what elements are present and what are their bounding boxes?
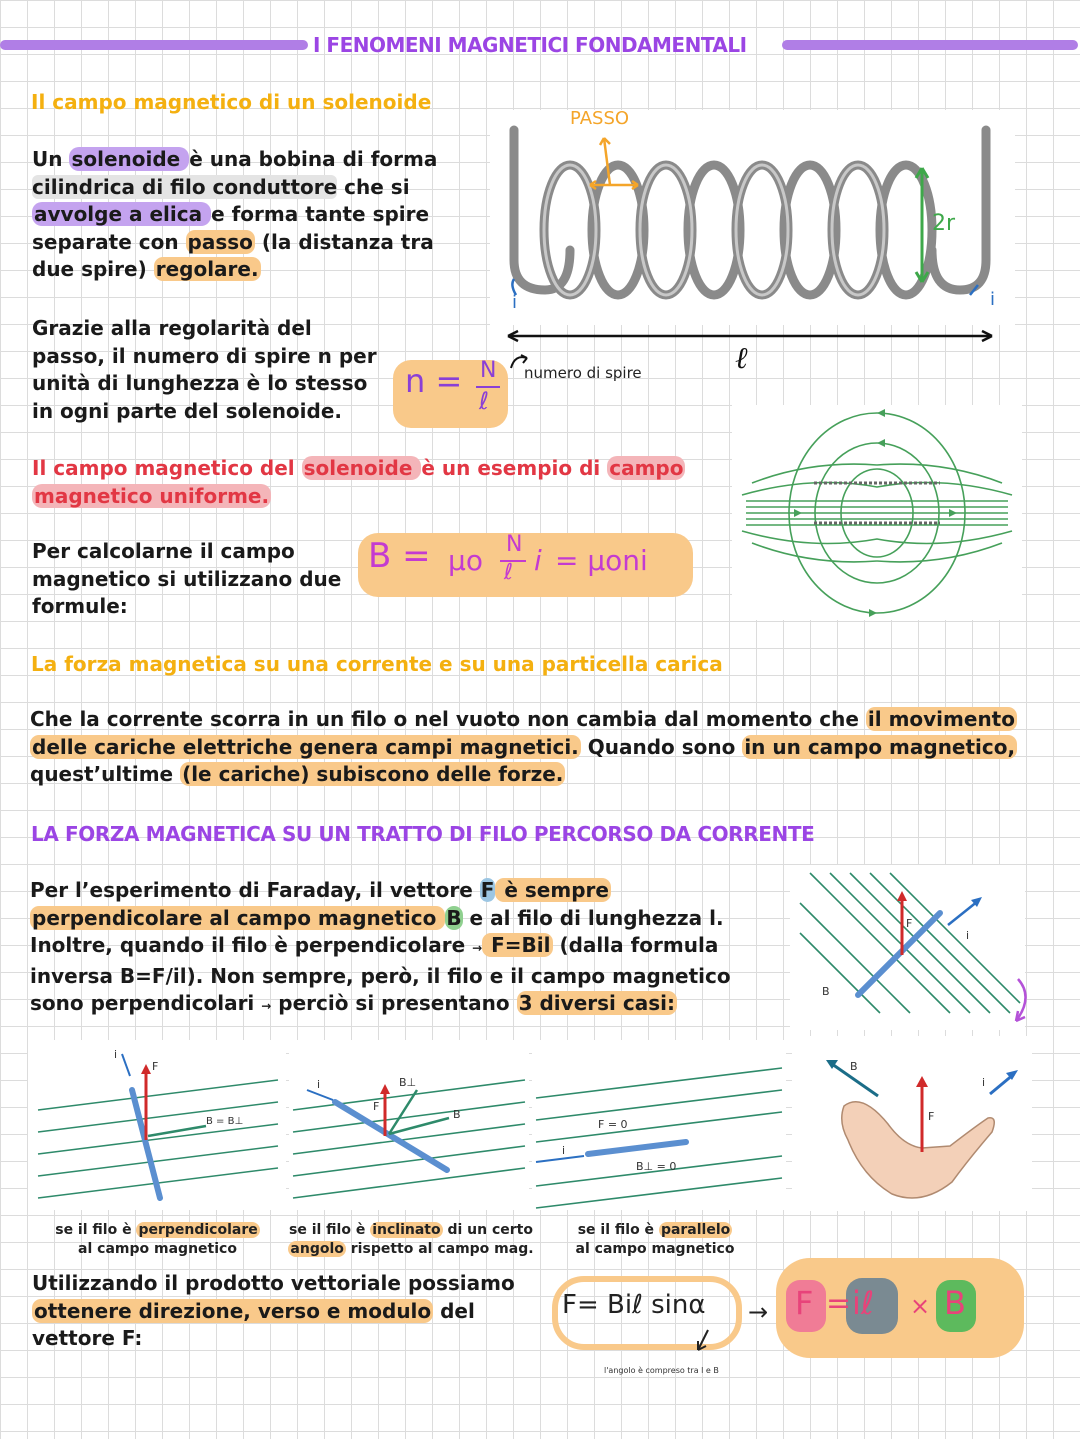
- angle-note: l'angolo è compreso tra l e B: [604, 1366, 719, 1375]
- section-heading-forza-magnetica: La forza magnetica su una corrente e su …: [31, 652, 723, 676]
- svg-text:i: i: [966, 929, 969, 942]
- svg-text:F: F: [373, 1100, 379, 1113]
- numero-di-spire-note: numero di spire: [524, 364, 642, 382]
- formule-paragraph: Per calcolarne il campo magnetico si uti…: [32, 539, 342, 618]
- formula-F-highlight: [552, 1276, 742, 1350]
- formula-B-rhs: = μoni: [555, 544, 648, 577]
- vector-B-highlight: [936, 1280, 976, 1332]
- svg-text:F: F: [152, 1060, 158, 1073]
- section-heading-filo: LA FORZA MAGNETICA SU UN TRATTO DI FILO …: [31, 822, 815, 846]
- svg-text:i: i: [114, 1048, 117, 1061]
- down-arrow-icon: [697, 1329, 709, 1351]
- svg-text:i: i: [317, 1078, 320, 1091]
- formula-n-denominator: ℓ: [479, 387, 489, 415]
- svg-text:B = B⊥: B = B⊥: [206, 1116, 243, 1127]
- caption-parallelo: se il filo è parallelo al campo magnetic…: [575, 1222, 735, 1257]
- vector-cross: ×: [910, 1292, 931, 1320]
- right-hand-rule-diagram: B F i: [792, 1036, 1032, 1211]
- svg-text:B: B: [850, 1060, 858, 1073]
- svg-text:B⊥ = 0: B⊥ = 0: [636, 1160, 676, 1173]
- svg-text:B⊥: B⊥: [399, 1076, 416, 1089]
- radius-label: 2r: [932, 211, 956, 236]
- curved-arrow-icon: [1014, 978, 1027, 1023]
- section-heading-solenoide: Il campo magnetico di un solenoide: [31, 90, 432, 114]
- formula-B-numerator: N: [506, 532, 523, 557]
- caption-perpendicolare: se il filo è perpendicolare al campo mag…: [55, 1222, 260, 1257]
- solenoid-field-lines-illustration: [732, 405, 1022, 620]
- svg-text:B: B: [822, 985, 830, 998]
- svg-text:F: F: [928, 1110, 934, 1123]
- current-label-left: i: [512, 292, 517, 313]
- formula-B-current: i: [534, 544, 542, 577]
- case-parallel-diagram: i F = 0 B⊥ = 0: [532, 1040, 786, 1210]
- faraday-paragraph: Per l’esperimento di Faraday, il vettore…: [30, 878, 731, 1015]
- vector-B: B: [944, 1284, 966, 1322]
- formula-B-lhs: B =: [368, 536, 431, 576]
- vector-il: iℓ: [852, 1284, 875, 1322]
- spire-per-unita-paragraph: Grazie alla regolarità del passo, il num…: [32, 316, 377, 423]
- passo-label: PASSO: [570, 108, 629, 129]
- formula-F: F= Biℓ sinα: [562, 1290, 706, 1320]
- svg-text:F: F: [906, 917, 912, 930]
- title-bar: I FENOMENI MAGNETICI FONDAMENTALI: [0, 33, 1080, 59]
- formula-n-highlight: [393, 360, 508, 428]
- forza-magnetica-paragraph: Che la corrente scorra in un filo o nel …: [30, 707, 1018, 786]
- formula-n-numerator: N: [480, 358, 497, 383]
- campo-uniforme-statement: Il campo magnetico del solenoide è un es…: [32, 456, 686, 508]
- svg-text:F = 0: F = 0: [598, 1118, 628, 1131]
- solenoid-illustration: PASSO 2r i i ℓ: [490, 108, 1015, 376]
- title-decoration-right: [782, 40, 1078, 50]
- numero-arrow-icon: [510, 354, 528, 369]
- solenoide-definition: Un solenoide è una bobina di forma cilin…: [32, 147, 438, 281]
- page-title: I FENOMENI MAGNETICI FONDAMENTALI: [313, 33, 747, 57]
- title-decoration-left: [0, 40, 308, 50]
- vector-F-highlight: [786, 1280, 826, 1332]
- case-perpendicular-diagram: i F B = B⊥: [28, 1040, 286, 1210]
- formula-B-fraction-bar: [500, 560, 526, 562]
- svg-text:B: B: [453, 1108, 461, 1121]
- vector-equals: =: [826, 1286, 852, 1321]
- wire-in-field-diagram: F i B: [790, 865, 1025, 1030]
- vector-il-highlight: [846, 1278, 898, 1334]
- svg-text:i: i: [562, 1144, 565, 1157]
- current-label-right: i: [990, 289, 995, 310]
- formula-B-highlight: [358, 533, 693, 597]
- formula-B-mu: μo: [448, 544, 483, 577]
- caption-inclinato: se il filo è inclinato di un certo angol…: [288, 1222, 534, 1257]
- vector-F: F: [795, 1284, 814, 1322]
- prodotto-vettoriale-paragraph: Utilizzando il prodotto vettoriale possi…: [32, 1271, 515, 1350]
- case-inclined-diagram: i F B⊥ B: [289, 1040, 529, 1210]
- implies-arrow: →: [748, 1298, 769, 1326]
- formula-n-fraction-bar: [476, 386, 500, 388]
- formula-B-denominator: ℓ: [504, 560, 514, 585]
- svg-text:i: i: [982, 1076, 985, 1089]
- formula-n-lhs: n =: [405, 362, 463, 400]
- length-label: ℓ: [735, 341, 748, 376]
